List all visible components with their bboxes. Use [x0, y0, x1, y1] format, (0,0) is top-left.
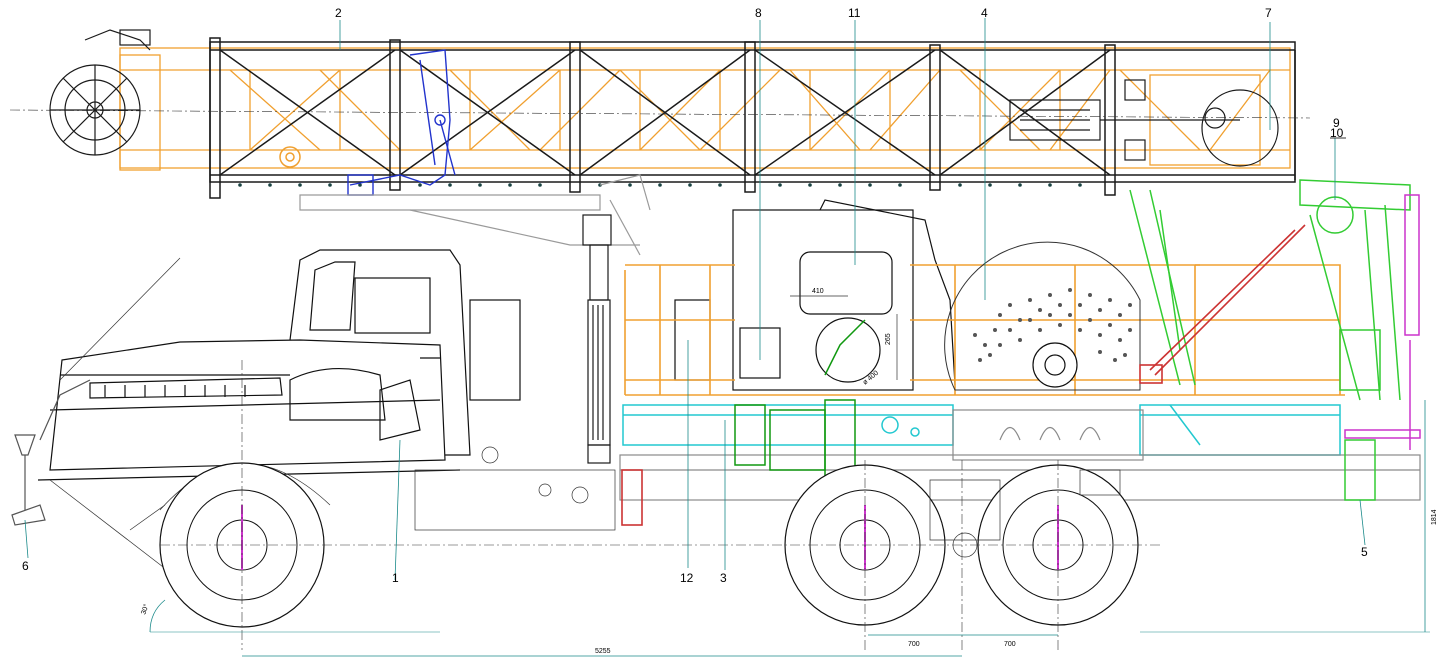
hydraulic-cylinder	[582, 214, 612, 464]
callout-4: 4	[981, 6, 988, 20]
callout-7: 7	[1265, 6, 1272, 20]
callout-2: 2	[335, 6, 342, 20]
callout-8: 8	[755, 6, 762, 20]
callout-6: 6	[22, 559, 29, 573]
callout-9: 9	[1333, 116, 1340, 130]
dim-mast-height: 1814	[1431, 509, 1438, 525]
mast-linkage	[347, 49, 456, 196]
dim-frame-width: 410	[812, 288, 824, 295]
dim-frame-height: 265	[885, 333, 892, 345]
callout-1: 1	[392, 571, 399, 585]
callout-3: 3	[720, 571, 727, 585]
operator-cabin	[674, 199, 956, 391]
truck-cab	[37, 249, 521, 481]
axle-detail	[414, 446, 1121, 558]
winch-drum	[944, 241, 1141, 391]
callout-leaders	[24, 18, 1366, 581]
dimensions: 410 265 ø 400 700 700 5255 1814 30°	[139, 288, 1438, 657]
mast	[9, 29, 1311, 199]
callout-5: 5	[1361, 545, 1368, 559]
rear-support-frame	[1129, 179, 1411, 501]
platform-railing	[624, 264, 1345, 396]
dim-wheel-spacing-1: 700	[908, 641, 920, 648]
lift-jack	[621, 224, 1306, 526]
wheels	[159, 360, 1160, 650]
front-stabiliser	[11, 379, 91, 526]
callout-12: 12	[680, 571, 694, 585]
dim-wheel-spacing-2: 700	[1004, 641, 1016, 648]
callout-10: 10	[1330, 126, 1344, 140]
dim-approach-angle: 30°	[139, 603, 150, 616]
dim-wheelbase: 5255	[595, 648, 611, 655]
outrigger	[1344, 194, 1421, 450]
callout-11: 11	[848, 6, 861, 20]
mast-support	[299, 174, 651, 256]
chassis-frame	[622, 404, 1341, 456]
callouts: 1 2 3 4 5 6 7 8 9 10 11 12	[22, 6, 1368, 585]
